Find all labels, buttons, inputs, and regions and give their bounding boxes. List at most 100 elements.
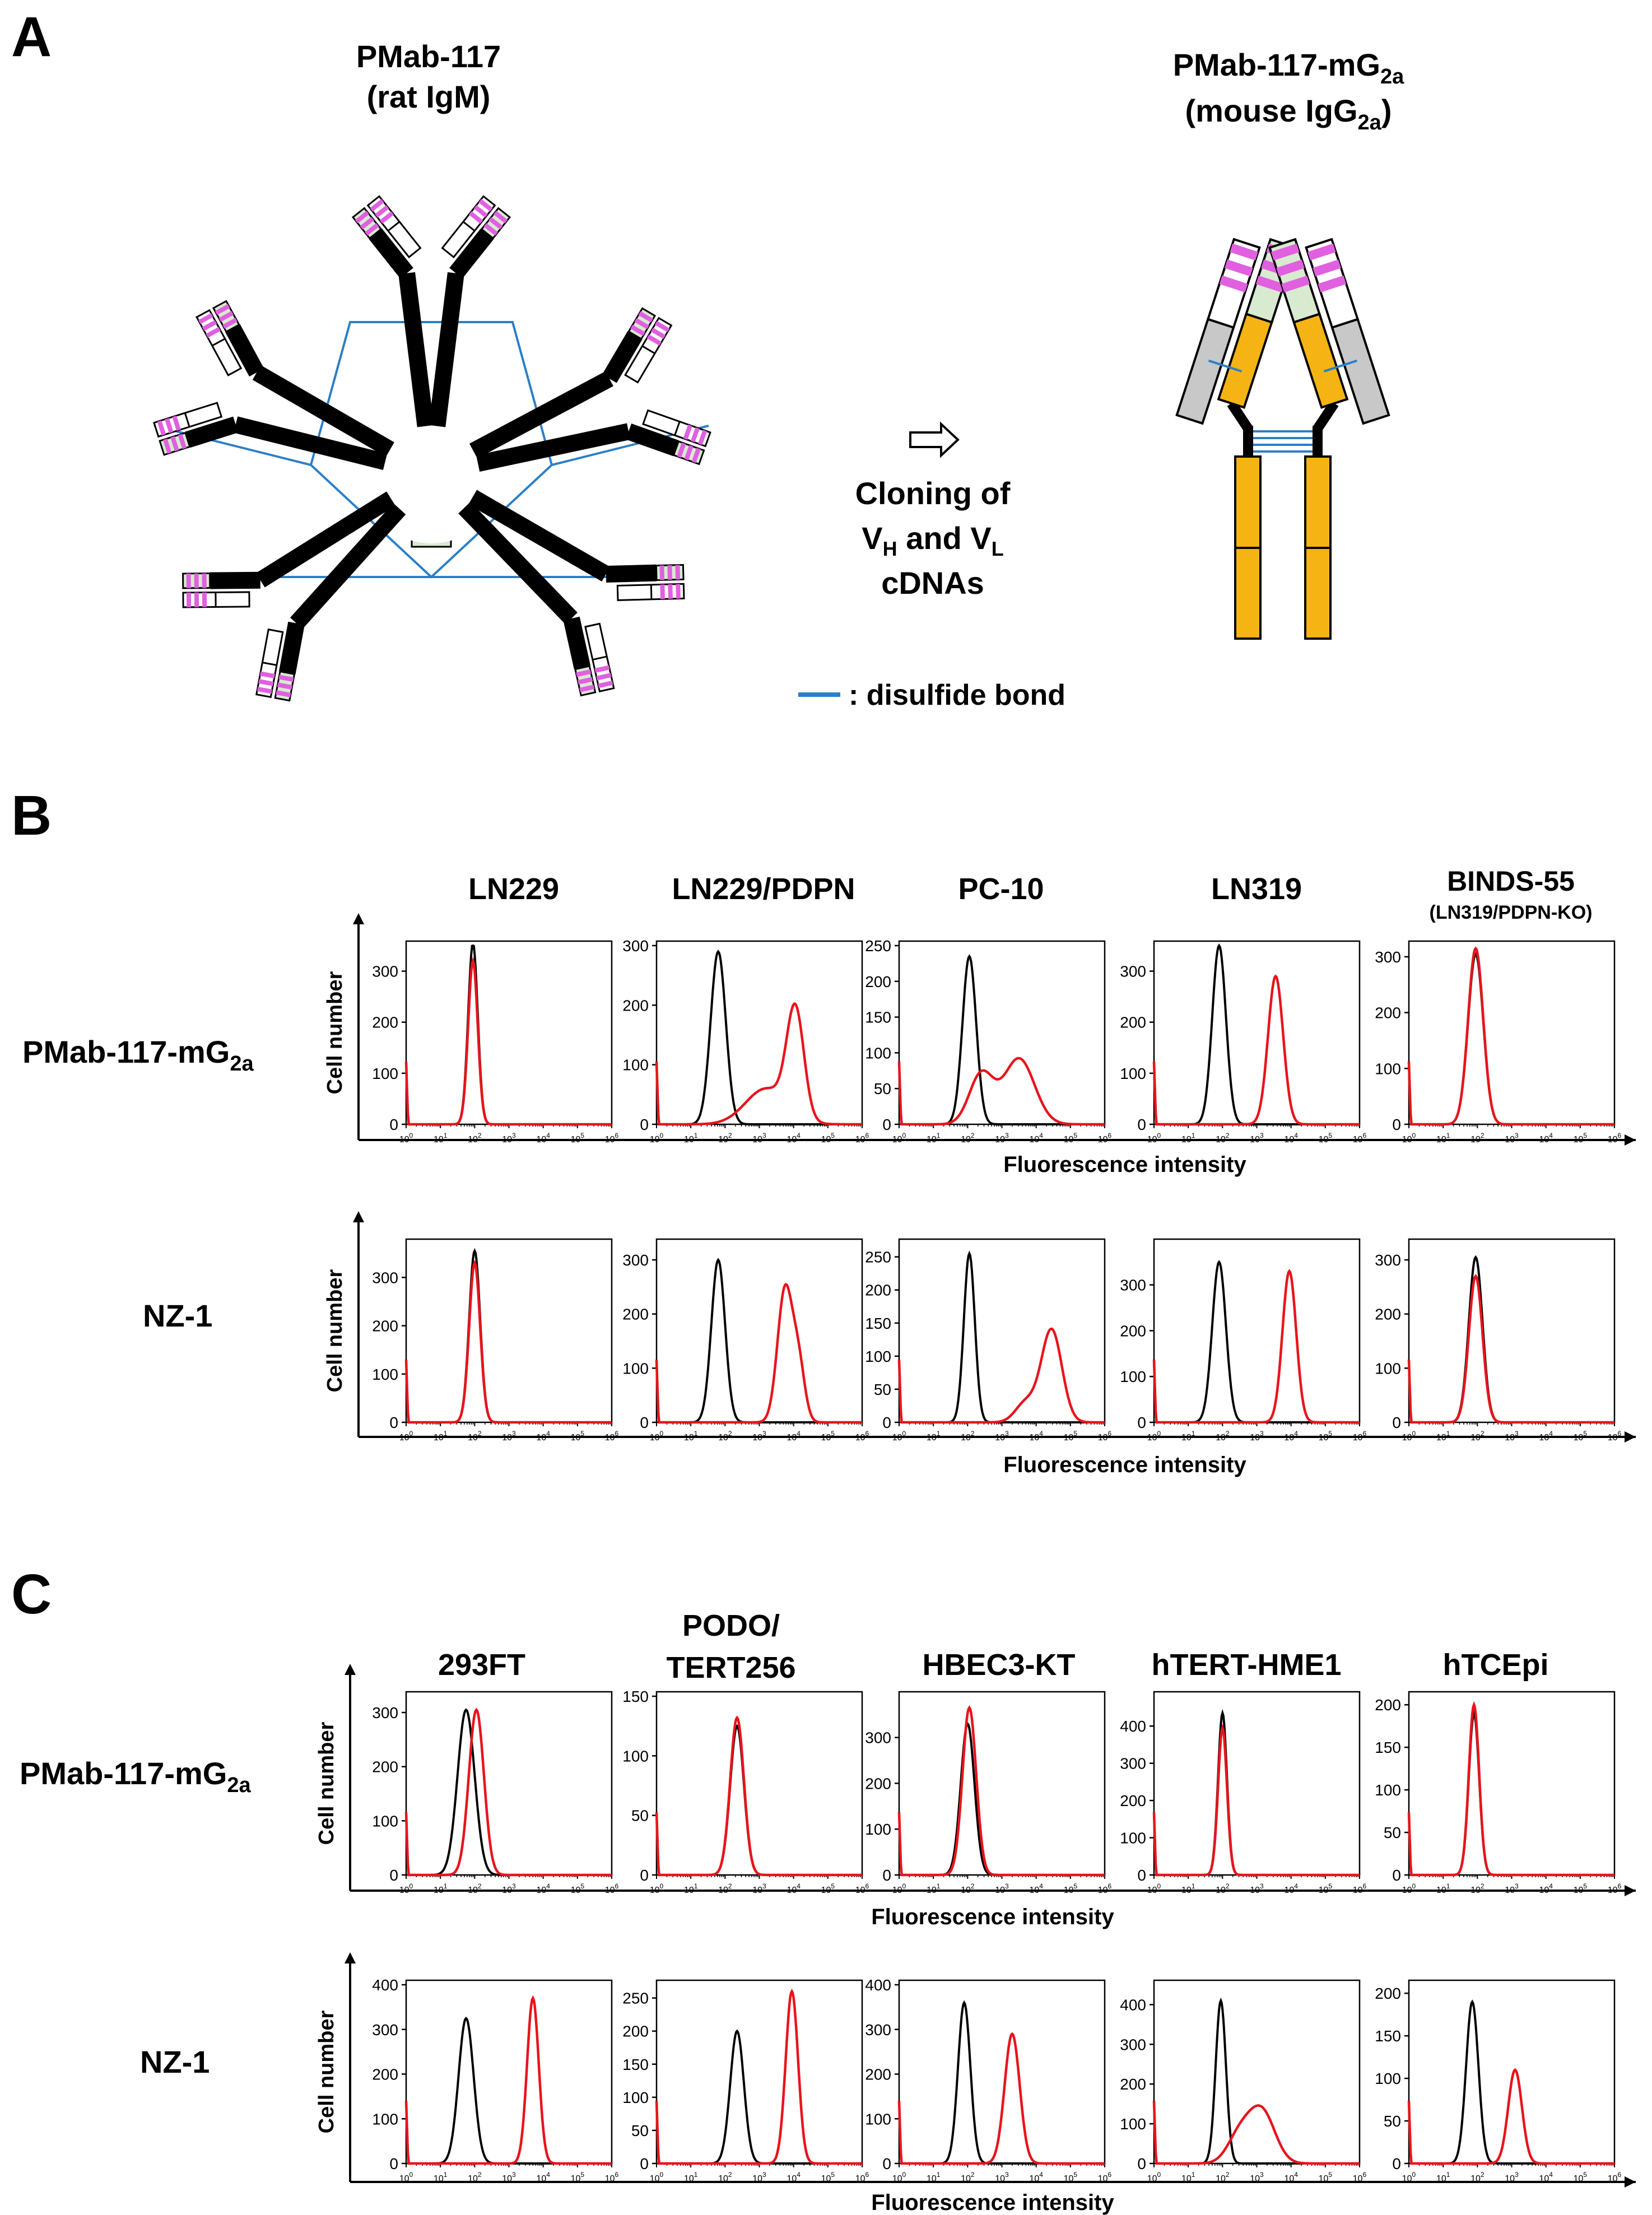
- x-tick-label: 102: [1216, 2171, 1230, 2184]
- y-axis-label: Cell number: [315, 2010, 338, 2133]
- igg-title: PMab-117-mG2a: [1173, 47, 1404, 89]
- x-tick-label: 106: [1353, 1430, 1367, 1442]
- y-tick-label: 0: [389, 1867, 398, 1884]
- cdr: [634, 318, 649, 329]
- cdr: [667, 565, 673, 580]
- y-tick-label: 200: [372, 1758, 398, 1776]
- antibody-histogram-line: [655, 1988, 862, 2165]
- y-tick-label: 300: [865, 1729, 891, 1747]
- igm-heavy-chain: [398, 272, 434, 427]
- y-tick-label: 200: [372, 2066, 398, 2083]
- x-tick-label: 106: [1353, 2171, 1367, 2184]
- y-tick-label: 0: [640, 2155, 649, 2172]
- y-axis-label: Cell number: [323, 1269, 347, 1392]
- y-tick-label: 100: [372, 2110, 398, 2128]
- y-tick-label: 300: [1120, 1755, 1146, 1772]
- x-tick-label: 102: [468, 1882, 482, 1895]
- x-tick-label: 103: [995, 1430, 1009, 1442]
- disulfide-link: [153, 425, 311, 466]
- y-tick-label: 100: [865, 1348, 891, 1365]
- cdr: [1225, 259, 1253, 277]
- x-tick-label: 101: [684, 1882, 698, 1895]
- row-label: NZ-1: [143, 1298, 212, 1333]
- x-tick-label: 102: [468, 2171, 482, 2184]
- igm-heavy-chain: [458, 501, 578, 625]
- hinge-right-upper: [1313, 401, 1339, 431]
- x-tick-label: 104: [1539, 1882, 1553, 1895]
- y-tick-label: 100: [1375, 1781, 1401, 1799]
- inter-chain-disulfide: [1323, 359, 1358, 373]
- cdr: [579, 685, 595, 692]
- cdr: [258, 679, 274, 686]
- x-tick-label: 100: [650, 2171, 664, 2184]
- igm-heavy-chain: [469, 371, 613, 459]
- x-tick-label: 104: [787, 1430, 801, 1442]
- x-tick-label: 101: [434, 1882, 448, 1895]
- y-tick-label: 250: [865, 937, 891, 955]
- y-tick-label: 100: [1375, 2070, 1401, 2087]
- igm-heavy-chain: [468, 490, 611, 581]
- x-tick-label: 106: [1608, 1882, 1622, 1895]
- x-tick-label: 100: [399, 2171, 413, 2184]
- antibody-histogram-line: [404, 1995, 612, 2165]
- x-tick-label: 105: [1574, 2171, 1588, 2184]
- disulfide-legend-label: : disulfide bond: [849, 679, 1065, 711]
- y-tick-label: 50: [874, 1080, 891, 1097]
- igg-subtitle: (mouse IgG2a): [1185, 93, 1392, 134]
- y-tick-label: 0: [640, 1414, 649, 1431]
- x-tick-label: 100: [1402, 1430, 1416, 1442]
- igm-fab: [153, 402, 223, 456]
- cdr: [675, 565, 681, 580]
- x-tick-label: 104: [1284, 1132, 1298, 1144]
- cdr: [218, 311, 234, 322]
- x-tick-label: 101: [1181, 1882, 1195, 1895]
- y-tick-label: 300: [372, 2021, 398, 2039]
- y-tick-label: 300: [372, 1269, 398, 1286]
- cdr: [1219, 275, 1248, 292]
- cdr: [650, 327, 666, 339]
- y-tick-label: 100: [865, 2110, 891, 2128]
- y-tick-label: 50: [631, 1807, 649, 1825]
- cdr: [215, 304, 230, 315]
- y-tick-label: 300: [1120, 2036, 1146, 2053]
- x-tick-label: 105: [821, 1430, 835, 1442]
- igm-fab-heavy: [225, 324, 264, 377]
- x-tick-label: 101: [1181, 2171, 1195, 2184]
- domain-divider: [674, 421, 681, 436]
- column-header: LN319: [1211, 872, 1302, 906]
- igm-fab-heavy: [626, 424, 679, 457]
- inter-chain-disulfide: [1208, 359, 1243, 373]
- hinge-left-upper: [1227, 401, 1253, 431]
- x-tick-label: 102: [1216, 1132, 1230, 1144]
- igm-fab: [642, 409, 711, 466]
- antibody-histogram-line: [1152, 1724, 1360, 1877]
- x-tick-label: 106: [1608, 1430, 1622, 1442]
- x-tick-label: 103: [995, 1132, 1009, 1144]
- panel-c: C 293FT PODO/ TERT256 HBEC3-KT hTERT-HME…: [11, 1563, 1548, 2215]
- row-label: PMab-117-mG2a: [22, 1034, 254, 1076]
- igm-subtitle: (rat IgM): [367, 79, 491, 114]
- cdr: [576, 669, 592, 677]
- x-tick-label: 103: [1250, 1132, 1264, 1144]
- y-axis-arrow-icon: [345, 1664, 356, 1675]
- y-tick-label: 0: [389, 1116, 398, 1133]
- x-tick-label: 104: [1029, 1430, 1043, 1442]
- y-tick-label: 200: [372, 1014, 398, 1031]
- cdr: [646, 334, 662, 346]
- x-tick-label: 106: [1098, 2171, 1112, 2184]
- y-tick-label: 300: [1120, 1277, 1146, 1294]
- antibody-histogram-line: [897, 1327, 1105, 1424]
- cloning-line1: Cloning of: [855, 476, 1011, 511]
- histogram-frame: [405, 1691, 613, 1876]
- x-tick-label: 104: [1284, 1430, 1298, 1442]
- row-label: PMab-117-mG2a: [20, 1756, 251, 1797]
- y-tick-label: 100: [372, 1812, 398, 1830]
- cdr: [1271, 243, 1300, 260]
- x-tick-label: 101: [684, 2171, 698, 2184]
- column-header: PODO/: [682, 1609, 780, 1642]
- cdr: [186, 573, 191, 588]
- y-axis-label: Cell number: [315, 1721, 338, 1845]
